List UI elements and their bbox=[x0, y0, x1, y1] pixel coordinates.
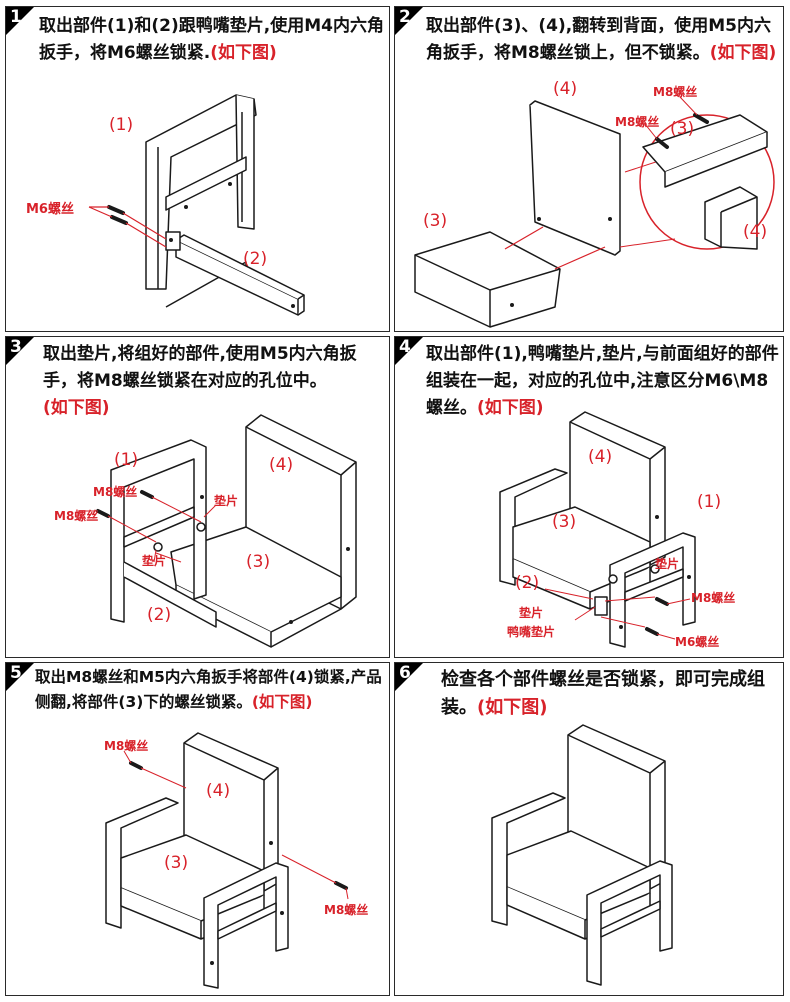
step-instruction: 取出部件(1)和(2)跟鸭嘴垫片,使用M4内六角扳手，将M6螺丝锁紧.(如下图) bbox=[39, 16, 384, 63]
step4-illustration bbox=[395, 337, 784, 658]
step-badge bbox=[6, 7, 35, 36]
pad-label-b: 垫片 bbox=[519, 606, 544, 620]
step2-illustration bbox=[395, 7, 784, 332]
step-number: 5 bbox=[10, 663, 22, 683]
step-instruction: 取出部件(3)、(4),翻转到背面，使用M5内六角扳手，将M8螺丝锁上，但不锁紧… bbox=[426, 16, 777, 63]
step-instruction: 取出部件(1),鸭嘴垫片,垫片,与前面组好的部件组装在一起，对应的孔位中,注意区… bbox=[426, 344, 779, 418]
part-2-label: (2) bbox=[147, 605, 172, 625]
zoom-part-3-label: (3) bbox=[670, 119, 695, 139]
step-instruction: 取出垫片,将组好的部件,使用M5内六角扳手，将M8螺丝锁紧在对应的孔位中。(如下… bbox=[43, 344, 357, 418]
step-panel-4: 4 取出部件(1),鸭嘴垫片,垫片,与前面组好的部件组装在一起，对应的孔位中,注… bbox=[394, 336, 784, 658]
step5-illustration bbox=[6, 663, 390, 996]
step-panel-6: 6 检查各个部件螺丝是否锁紧，即可完成组装。(如下图) bbox=[394, 662, 784, 996]
duck-pad-label: 鸭嘴垫片 bbox=[507, 625, 556, 639]
step-badge bbox=[6, 337, 35, 366]
step-instruction: 取出M8螺丝和M5内六角扳手将部件(4)锁紧,产品侧翻,将部件(3)下的螺丝锁紧… bbox=[35, 668, 382, 711]
m8-screw-label-a: M8螺丝 bbox=[653, 85, 698, 99]
step-badge bbox=[395, 337, 424, 366]
step-number: 1 bbox=[10, 7, 22, 27]
part-4-label: (4) bbox=[588, 447, 613, 467]
m8-screw-label-a: M8螺丝 bbox=[104, 739, 149, 753]
step-badge bbox=[6, 663, 35, 692]
step6-illustration bbox=[395, 663, 784, 996]
step-panel-5: 5 取出M8螺丝和M5内六角扳手将部件(4)锁紧,产品侧翻,将部件(3)下的螺丝… bbox=[5, 662, 390, 996]
step-number: 2 bbox=[399, 7, 411, 27]
pad-label-a: 垫片 bbox=[214, 494, 239, 508]
part-3-label: (3) bbox=[246, 552, 271, 572]
part-4-label: (4) bbox=[206, 781, 231, 801]
step3-illustration bbox=[6, 337, 390, 658]
zoom-part-4-label: (4) bbox=[743, 222, 768, 242]
part-3-label: (3) bbox=[423, 211, 448, 231]
part-2-label: (2) bbox=[515, 573, 540, 593]
part-1-label: (1) bbox=[114, 450, 139, 470]
step-number: 4 bbox=[399, 337, 411, 357]
step-instruction: 检查各个部件螺丝是否锁紧，即可完成组装。(如下图) bbox=[441, 669, 765, 718]
m6-screw-label: M6螺丝 bbox=[26, 202, 74, 217]
m8-screw-label-b: M8螺丝 bbox=[324, 903, 369, 917]
step-badge bbox=[395, 7, 424, 36]
step-panel-2: 2 取出部件(3)、(4),翻转到背面，使用M5内六角扳手，将M8螺丝锁上，但不… bbox=[394, 6, 784, 332]
part-2-label: (2) bbox=[243, 249, 268, 269]
part-4-label: (4) bbox=[269, 455, 294, 475]
m8-screw-label-b: M8螺丝 bbox=[54, 509, 99, 523]
step-panel-3: 3 取出垫片,将组好的部件,使用M5内六角扳手，将M8螺丝锁紧在对应的孔位中。(… bbox=[5, 336, 390, 658]
m8-screw-label-a: M8螺丝 bbox=[93, 485, 138, 499]
m8-screw-label-b: M8螺丝 bbox=[615, 115, 660, 129]
part-3-label: (3) bbox=[164, 853, 189, 873]
pad-label-a: 垫片 bbox=[655, 557, 680, 571]
part-3-label: (3) bbox=[552, 512, 577, 532]
part-1-label: (1) bbox=[109, 115, 134, 135]
step-number: 3 bbox=[10, 337, 22, 357]
step-number: 6 bbox=[399, 663, 411, 683]
step-panel-1: 1 取出部件(1)和(2)跟鸭嘴垫片,使用M4内六角扳手，将M6螺丝锁紧.(如下… bbox=[5, 6, 390, 332]
part-4-label: (4) bbox=[553, 79, 578, 99]
pad-label-b: 垫片 bbox=[142, 554, 167, 568]
part-1-label: (1) bbox=[697, 492, 722, 512]
m8-screw-label: M8螺丝 bbox=[691, 591, 736, 605]
step-badge bbox=[395, 663, 424, 692]
step1-illustration bbox=[6, 7, 390, 332]
m6-screw-label: M6螺丝 bbox=[675, 635, 720, 649]
